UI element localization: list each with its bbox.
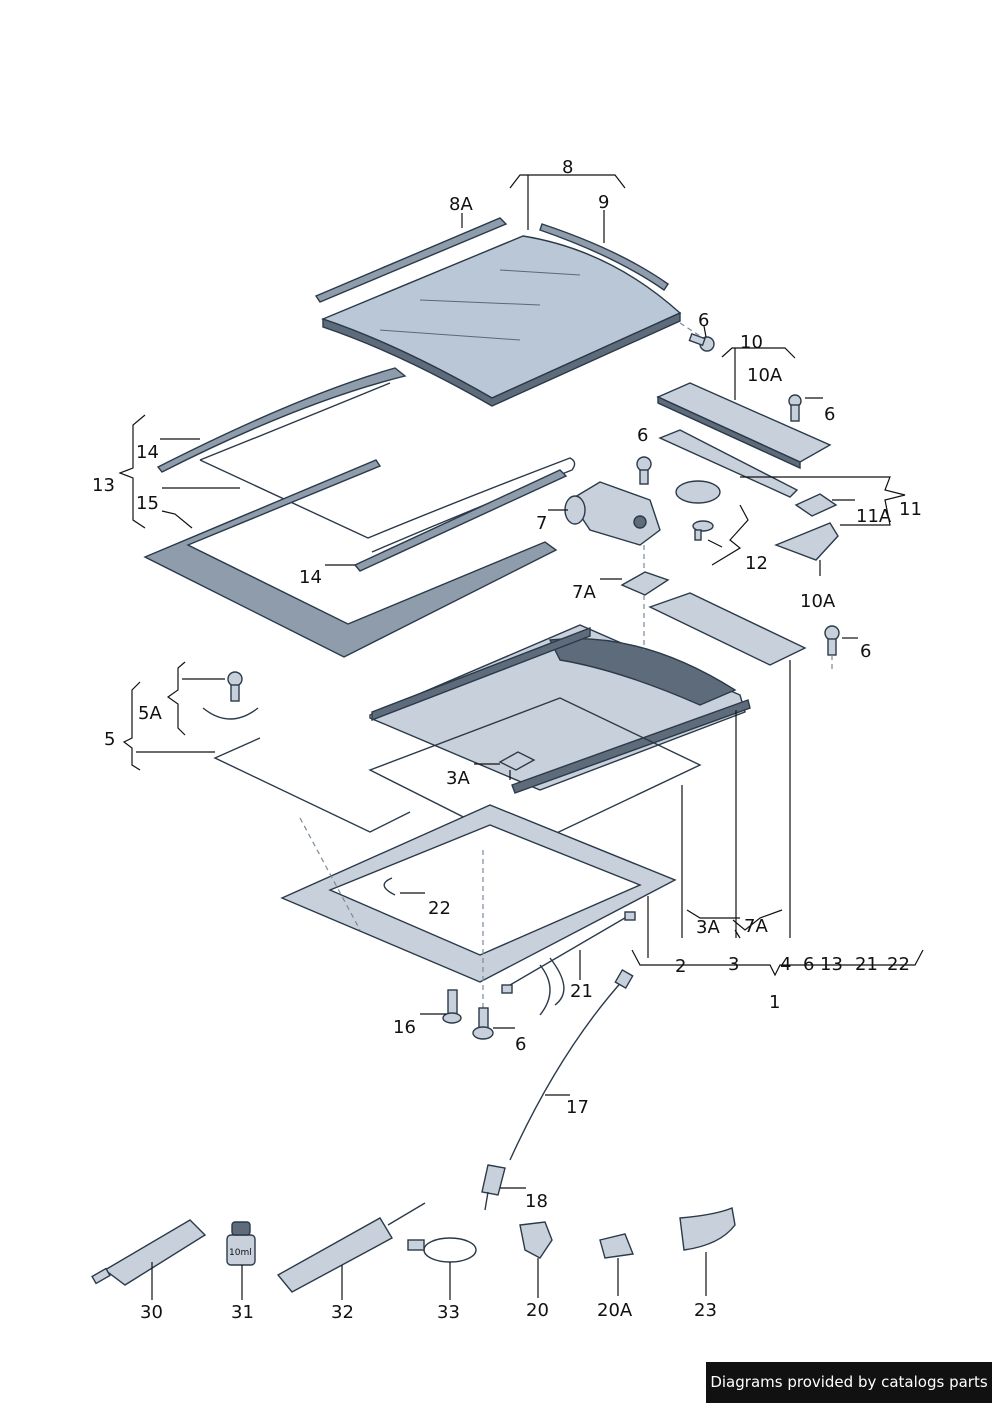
label-22: 22: [428, 898, 451, 919]
label-11: 11: [899, 499, 922, 520]
label-13b: 13: [820, 954, 843, 975]
clip-20: [519, 1221, 553, 1259]
drain-hose-5: [213, 737, 411, 833]
bottle-label: 10ml: [229, 1248, 252, 1258]
label-8A: 8A: [449, 194, 473, 215]
label-7A: 7A: [572, 582, 596, 603]
rear-seal-strip: [539, 223, 669, 291]
bracket-7A: [620, 571, 670, 596]
seal-14-ring: [199, 382, 576, 553]
screw-6-motor: [636, 456, 652, 485]
cover-10A: [648, 592, 807, 666]
label-17: 17: [566, 1097, 589, 1118]
screw-6-frame: [824, 625, 840, 656]
label-30: 30: [140, 1302, 163, 1323]
wiring-harness-21: [501, 911, 636, 1016]
label-14a: 14: [136, 442, 159, 463]
clip-3A: [498, 751, 536, 771]
label-32: 32: [331, 1302, 354, 1323]
label-4: 4: [780, 954, 791, 975]
label-21b: 21: [570, 981, 593, 1002]
label-33: 33: [437, 1302, 460, 1323]
label-9: 9: [598, 192, 609, 213]
bolt-16: [442, 989, 462, 1024]
watermark-banner: Diagrams provided by catalogs parts: [706, 1362, 992, 1403]
label-2: 2: [675, 956, 686, 977]
label-10: 10: [740, 332, 763, 353]
label-15: 15: [136, 493, 159, 514]
label-10A: 10A: [747, 365, 783, 386]
label-18: 18: [525, 1191, 548, 1212]
label-3Ab: 3A: [696, 917, 720, 938]
glass-panel: [321, 235, 682, 407]
label-6b: 6: [824, 404, 835, 425]
label-8: 8: [562, 157, 573, 178]
bottle-31: 10ml: [226, 1221, 256, 1266]
drain-tube-17: [509, 968, 634, 1161]
bolt-6: [472, 1007, 494, 1040]
clip-20A: [599, 1233, 634, 1259]
frame-15: [143, 459, 558, 658]
label-31: 31: [231, 1302, 254, 1323]
callout-labels: 8 8A 9 6 10 10A 6 14 6 13 15 7 11A 11 12…: [92, 157, 922, 1323]
label-6f: 6: [515, 1034, 526, 1055]
label-3: 3: [728, 954, 739, 975]
roof-panel: [280, 804, 677, 983]
hose-5A: [202, 707, 259, 720]
label-6d: 6: [860, 641, 871, 662]
seal-14-upper: [156, 367, 407, 473]
screw-12: [692, 520, 714, 541]
label-10Ab: 10A: [800, 591, 836, 612]
label-6e: 6: [803, 954, 814, 975]
sunroof-frame: [369, 624, 751, 794]
label-1: 1: [769, 992, 780, 1013]
label-14b: 14: [299, 567, 322, 588]
label-23: 23: [694, 1300, 717, 1321]
label-7Ab: 7A: [744, 916, 768, 937]
label-11A: 11A: [856, 506, 892, 527]
label-12: 12: [745, 553, 768, 574]
label-20: 20: [526, 1300, 549, 1321]
hose-22: [383, 877, 396, 896]
connector-18: [481, 1164, 506, 1211]
sunroof-motor: [564, 481, 661, 546]
trim-23: [679, 1207, 736, 1251]
label-16: 16: [393, 1017, 416, 1038]
rail-10A: [656, 382, 832, 470]
screw-6-top: [688, 332, 715, 352]
label-6a: 6: [698, 310, 709, 331]
label-3A: 3A: [446, 768, 470, 789]
label-5: 5: [104, 729, 115, 750]
cable-tie-33: [407, 1237, 477, 1263]
label-21: 21: [855, 954, 878, 975]
sealant-cartridge-32: [276, 1202, 426, 1293]
handle-12: [675, 480, 721, 504]
seal-14-lower: [353, 469, 568, 572]
label-6c: 6: [637, 425, 648, 446]
bracket-10A: [774, 522, 839, 561]
screw-5A: [227, 671, 243, 702]
grease-tube-30: [91, 1219, 207, 1286]
label-5A: 5A: [138, 703, 162, 724]
label-7: 7: [536, 513, 547, 534]
screw-6-rail: [788, 394, 802, 422]
label-13: 13: [92, 475, 115, 496]
cover-11A: [794, 493, 838, 517]
label-20A: 20A: [597, 1300, 633, 1321]
label-22b: 22: [887, 954, 910, 975]
front-seal-strip: [314, 217, 508, 303]
